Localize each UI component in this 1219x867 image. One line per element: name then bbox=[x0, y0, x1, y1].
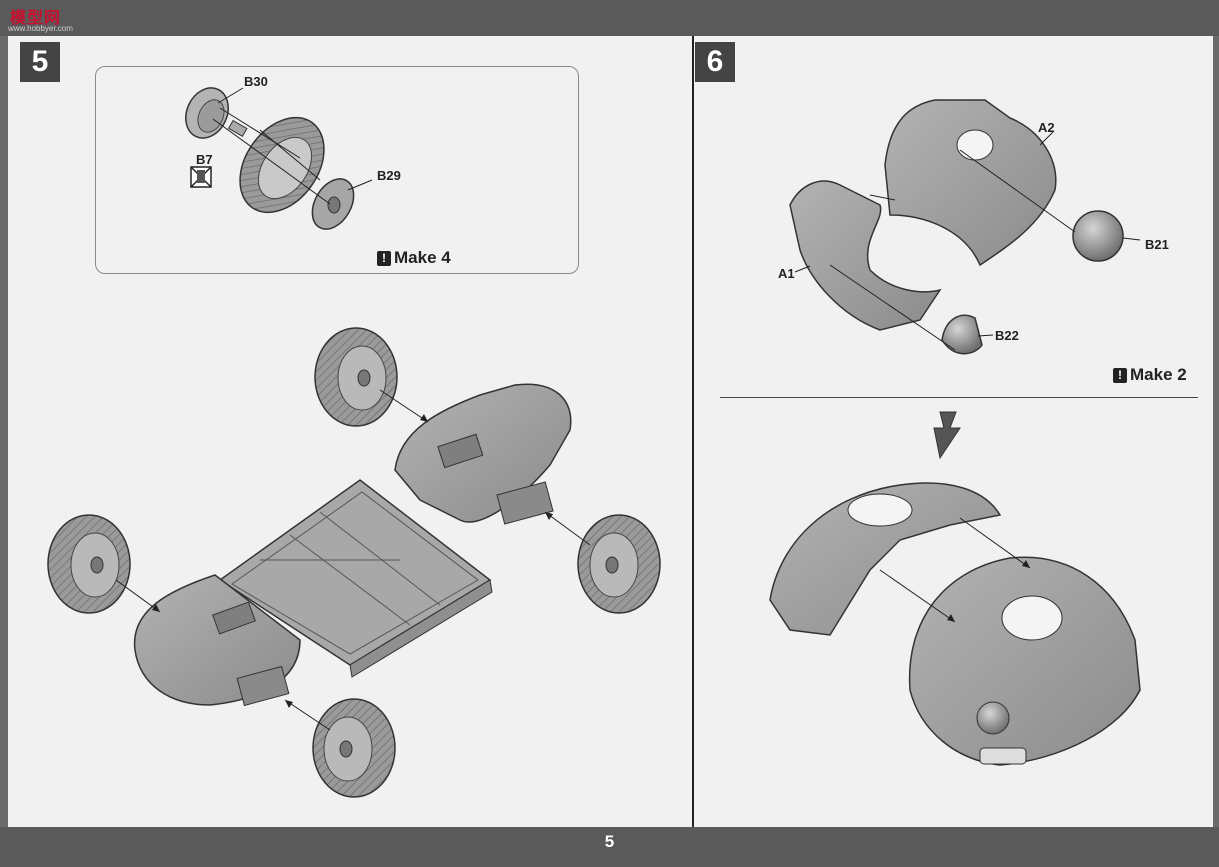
bottom-bar bbox=[0, 827, 1219, 867]
wheel-rear-top bbox=[314, 327, 398, 427]
axle-pin-b7 bbox=[227, 119, 248, 138]
part-label-b29: B29 bbox=[377, 168, 401, 183]
part-label-a1: A1 bbox=[778, 266, 795, 281]
part-label-b30: B30 bbox=[244, 74, 268, 89]
wheel-rear-right bbox=[577, 514, 661, 614]
wheel-exploded-view bbox=[185, 87, 373, 230]
step5-note-text: Make 4 bbox=[394, 248, 451, 267]
right-edge bbox=[1213, 36, 1219, 827]
dome-b21 bbox=[1072, 210, 1124, 262]
wheel-front-bottom bbox=[312, 698, 396, 798]
turret-exploded-view bbox=[789, 99, 1141, 355]
part-label-b21: B21 bbox=[1145, 237, 1169, 252]
chassis-wheels bbox=[47, 327, 661, 798]
logo-text: 模型网 bbox=[10, 8, 62, 27]
step6-note-text: Make 2 bbox=[1130, 365, 1187, 384]
wheel-subassembly-inset bbox=[95, 66, 579, 274]
page-number: 5 bbox=[604, 832, 615, 851]
exclamation-icon: ! bbox=[377, 250, 391, 266]
turret-half-a1 bbox=[789, 180, 942, 331]
part-label-b7: B7 bbox=[196, 152, 213, 167]
step6-note: ! Make 2 bbox=[1113, 365, 1187, 385]
wheel-front-left bbox=[47, 514, 131, 614]
exclamation-icon: ! bbox=[1113, 367, 1127, 383]
part-label-a2: A2 bbox=[1038, 120, 1055, 135]
part-label-b22: B22 bbox=[995, 328, 1019, 343]
turret-half-a2 bbox=[884, 99, 1057, 267]
left-edge bbox=[0, 36, 8, 827]
step5-note: ! Make 4 bbox=[377, 248, 451, 268]
column-divider bbox=[692, 36, 694, 827]
down-arrow-icon bbox=[933, 411, 961, 460]
turret-assembly bbox=[769, 482, 1141, 766]
step6-divider bbox=[720, 397, 1198, 398]
dome-b22 bbox=[941, 314, 983, 355]
logo-url: www.hobbyer.com bbox=[8, 24, 73, 33]
do-not-use-icon bbox=[190, 166, 212, 188]
site-logo: 模型网 www.hobbyer.com bbox=[6, 4, 73, 34]
top-bar bbox=[0, 0, 1219, 36]
chassis-assembly bbox=[133, 383, 572, 707]
step-6-number: 6 bbox=[695, 42, 735, 82]
step-5-number: 5 bbox=[20, 42, 60, 82]
